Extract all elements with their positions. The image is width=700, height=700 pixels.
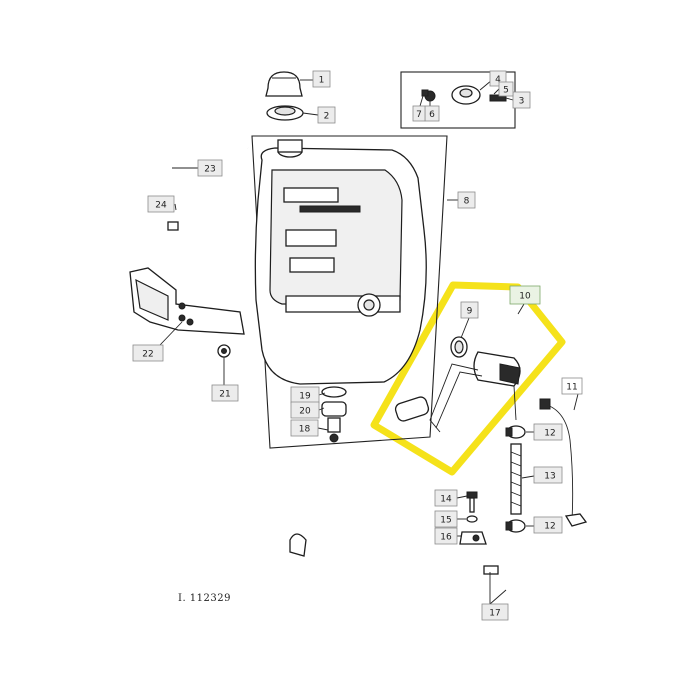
callout-19-text: 19 xyxy=(299,392,311,402)
callout-16: 16 xyxy=(434,527,458,545)
filler-seal xyxy=(266,105,304,121)
callout-21-text: 21 xyxy=(219,390,230,400)
callout-12-lower-text: 12 xyxy=(544,522,555,532)
callout-7: 7 xyxy=(412,105,426,122)
callout-1: 1 xyxy=(312,70,331,88)
callout-5-text: 5 xyxy=(503,86,509,96)
callout-12-upper-text: 12 xyxy=(544,429,555,439)
callout-24: 24 xyxy=(147,195,175,213)
figure-reference: I. 112329 xyxy=(178,593,231,604)
fuel-tank xyxy=(254,139,427,385)
callout-20: 20 xyxy=(290,401,320,419)
pipe-clip xyxy=(459,531,487,545)
callout-13-text: 13 xyxy=(544,472,555,482)
callout-15: 15 xyxy=(434,510,458,528)
mounting-kit-parts xyxy=(421,85,507,105)
callout-10-text: 10 xyxy=(519,292,531,302)
callout-11: 11 xyxy=(561,377,583,395)
callout-12-upper: 12 xyxy=(533,423,563,441)
callout-10: 10 xyxy=(509,285,541,305)
fuel-hose xyxy=(510,443,522,515)
fuel-sender-unit xyxy=(394,336,521,433)
callout-7-text: 7 xyxy=(416,110,422,120)
callout-11-text: 11 xyxy=(566,383,577,393)
callout-24-text: 24 xyxy=(155,201,167,211)
callout-18: 18 xyxy=(290,419,319,437)
upper-hose-clamp xyxy=(505,425,526,439)
callout-23: 23 xyxy=(197,159,223,177)
callout-22: 22 xyxy=(132,344,164,362)
callout-14: 14 xyxy=(434,489,458,507)
callout-13: 13 xyxy=(533,466,563,484)
callout-16-text: 16 xyxy=(440,533,452,543)
callout-12-lower: 12 xyxy=(533,516,563,534)
callout-8: 8 xyxy=(457,191,476,209)
fuel-line xyxy=(289,533,517,611)
callout-8-text: 8 xyxy=(464,197,470,207)
drain-plug-assembly xyxy=(321,386,347,443)
callout-20-text: 20 xyxy=(299,407,311,417)
callout-6: 6 xyxy=(424,105,440,122)
callout-4-text: 4 xyxy=(495,75,501,85)
callout-22-text: 22 xyxy=(142,350,153,360)
callout-3: 3 xyxy=(512,91,531,109)
filler-cap xyxy=(265,71,303,97)
callout-19: 19 xyxy=(290,386,320,404)
callout-14-text: 14 xyxy=(440,495,452,505)
callout-9: 9 xyxy=(460,301,479,319)
callout-2: 2 xyxy=(317,106,336,124)
lower-hose-clamp xyxy=(505,519,526,533)
callout-9-text: 9 xyxy=(467,307,473,317)
callout-23-text: 23 xyxy=(204,165,215,175)
washer xyxy=(466,515,478,523)
tank-bracket xyxy=(129,267,245,335)
callout-1-text: 1 xyxy=(319,76,325,86)
callout-6-text: 6 xyxy=(429,110,435,120)
sender-highlight xyxy=(370,281,566,476)
vent-hose xyxy=(158,142,249,231)
callout-3-text: 3 xyxy=(519,97,525,107)
bolt xyxy=(466,491,478,513)
callout-15-text: 15 xyxy=(440,516,451,526)
callout-18-text: 18 xyxy=(299,425,311,435)
callout-5: 5 xyxy=(498,81,514,97)
callout-21: 21 xyxy=(211,384,239,402)
leader-lines xyxy=(159,79,579,605)
sender-wire xyxy=(539,398,588,527)
callout-2-text: 2 xyxy=(324,112,330,122)
bracket-nut xyxy=(217,344,231,358)
callout-17: 17 xyxy=(481,603,509,621)
callout-17-text: 17 xyxy=(489,609,500,619)
